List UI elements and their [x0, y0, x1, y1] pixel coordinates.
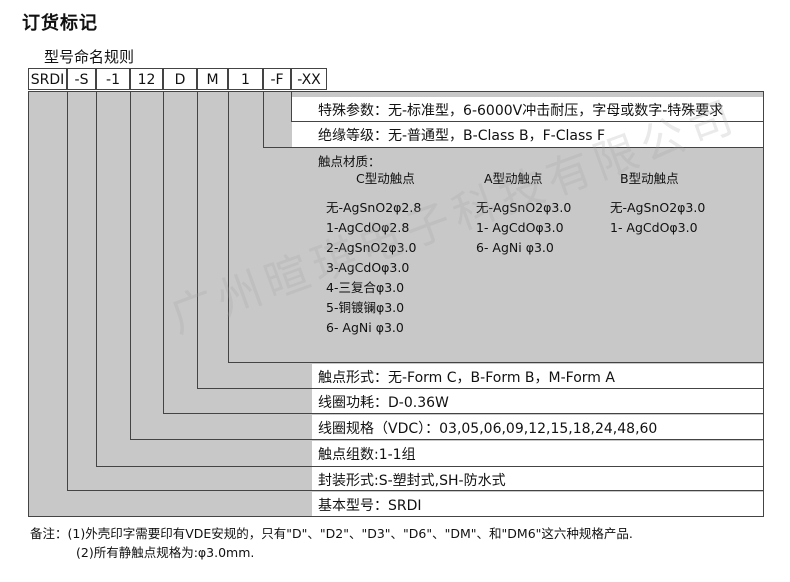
code-segment-coil-spec: 12	[130, 68, 163, 90]
section-subtitle: 型号命名规则	[44, 48, 135, 66]
material-c-item: 3-AgCdOφ3.0	[326, 260, 410, 275]
material-title: 触点材质：	[318, 154, 381, 169]
strip-package	[312, 467, 763, 490]
row-insulation: 绝缘等级：无-普通型，B-Class B，F-Class F	[318, 128, 606, 144]
material-a-item: 无-AgSnO2φ3.0	[476, 200, 572, 215]
row-special: 特殊参数：无-标准型，6-6000V冲击耐压，字母或数字-特殊要求	[318, 103, 724, 119]
code-segment-coil-power: D	[163, 68, 197, 90]
row-coil-power: 线圈功耗：D-0.36W	[318, 395, 449, 411]
note-line-1: 备注：(1)外壳印字需要印有VDE安规的，只有"D"、"D2"、"D3"、"D6…	[30, 526, 633, 541]
row-package: 封装形式:S-塑封式,SH-防水式	[318, 473, 506, 489]
material-a-item: 6- AgNi φ3.0	[476, 240, 554, 255]
row-coil-spec: 线圈规格（VDC）：03,05,06,09,12,15,18,24,48,60	[318, 421, 658, 437]
code-segment-form: M	[197, 68, 228, 90]
strip-special	[292, 97, 763, 121]
code-segment-special: -XX	[291, 68, 327, 90]
material-a-item: 1- AgCdOφ3.0	[476, 220, 564, 235]
code-segment-base: SRDI	[28, 68, 67, 90]
strip-material	[312, 148, 763, 362]
code-segment-insulation: -F	[263, 68, 291, 90]
material-c-item: 6- AgNi φ3.0	[326, 320, 404, 335]
strip-form	[312, 364, 763, 388]
strip-base	[312, 492, 763, 516]
material-c-header: C型动触点	[356, 171, 415, 186]
material-b-item: 1- AgCdOφ3.0	[610, 220, 698, 235]
material-c-item: 2-AgSnO2φ3.0	[326, 240, 417, 255]
code-segment-package: -S	[67, 68, 96, 90]
strip-groups	[312, 441, 763, 466]
material-c-item: 无-AgSnO2φ2.8	[326, 200, 422, 215]
strip-insulation	[292, 122, 763, 147]
row-contact-groups: 触点组数:1-1组	[318, 447, 416, 463]
material-a-header: A型动触点	[484, 171, 543, 186]
notes: 备注：(1)外壳印字需要印有VDE安规的，只有"D"、"D2"、"D3"、"D6…	[30, 524, 633, 562]
page-title: 订货标记	[22, 13, 98, 34]
row-contact-form: 触点形式：无-Form C，B-Form B，M-Form A	[318, 370, 615, 386]
material-c-item: 1-AgCdOφ2.8	[326, 220, 410, 235]
material-b-header: B型动触点	[620, 171, 679, 186]
material-b-item: 无-AgSnO2φ3.0	[610, 200, 706, 215]
row-base-model: 基本型号：SRDI	[318, 498, 422, 514]
code-segment-material: 1	[228, 68, 263, 90]
note-line-2: (2)所有静触点规格为:φ3.0mm.	[76, 545, 255, 560]
material-c-item: 4-三复合φ3.0	[326, 280, 405, 295]
code-segment-groups: -1	[96, 68, 130, 90]
strip-coil-spec	[312, 415, 763, 439]
material-c-item: 5-铜镀镧φ3.0	[326, 300, 405, 315]
strip-coil-power	[312, 389, 763, 413]
